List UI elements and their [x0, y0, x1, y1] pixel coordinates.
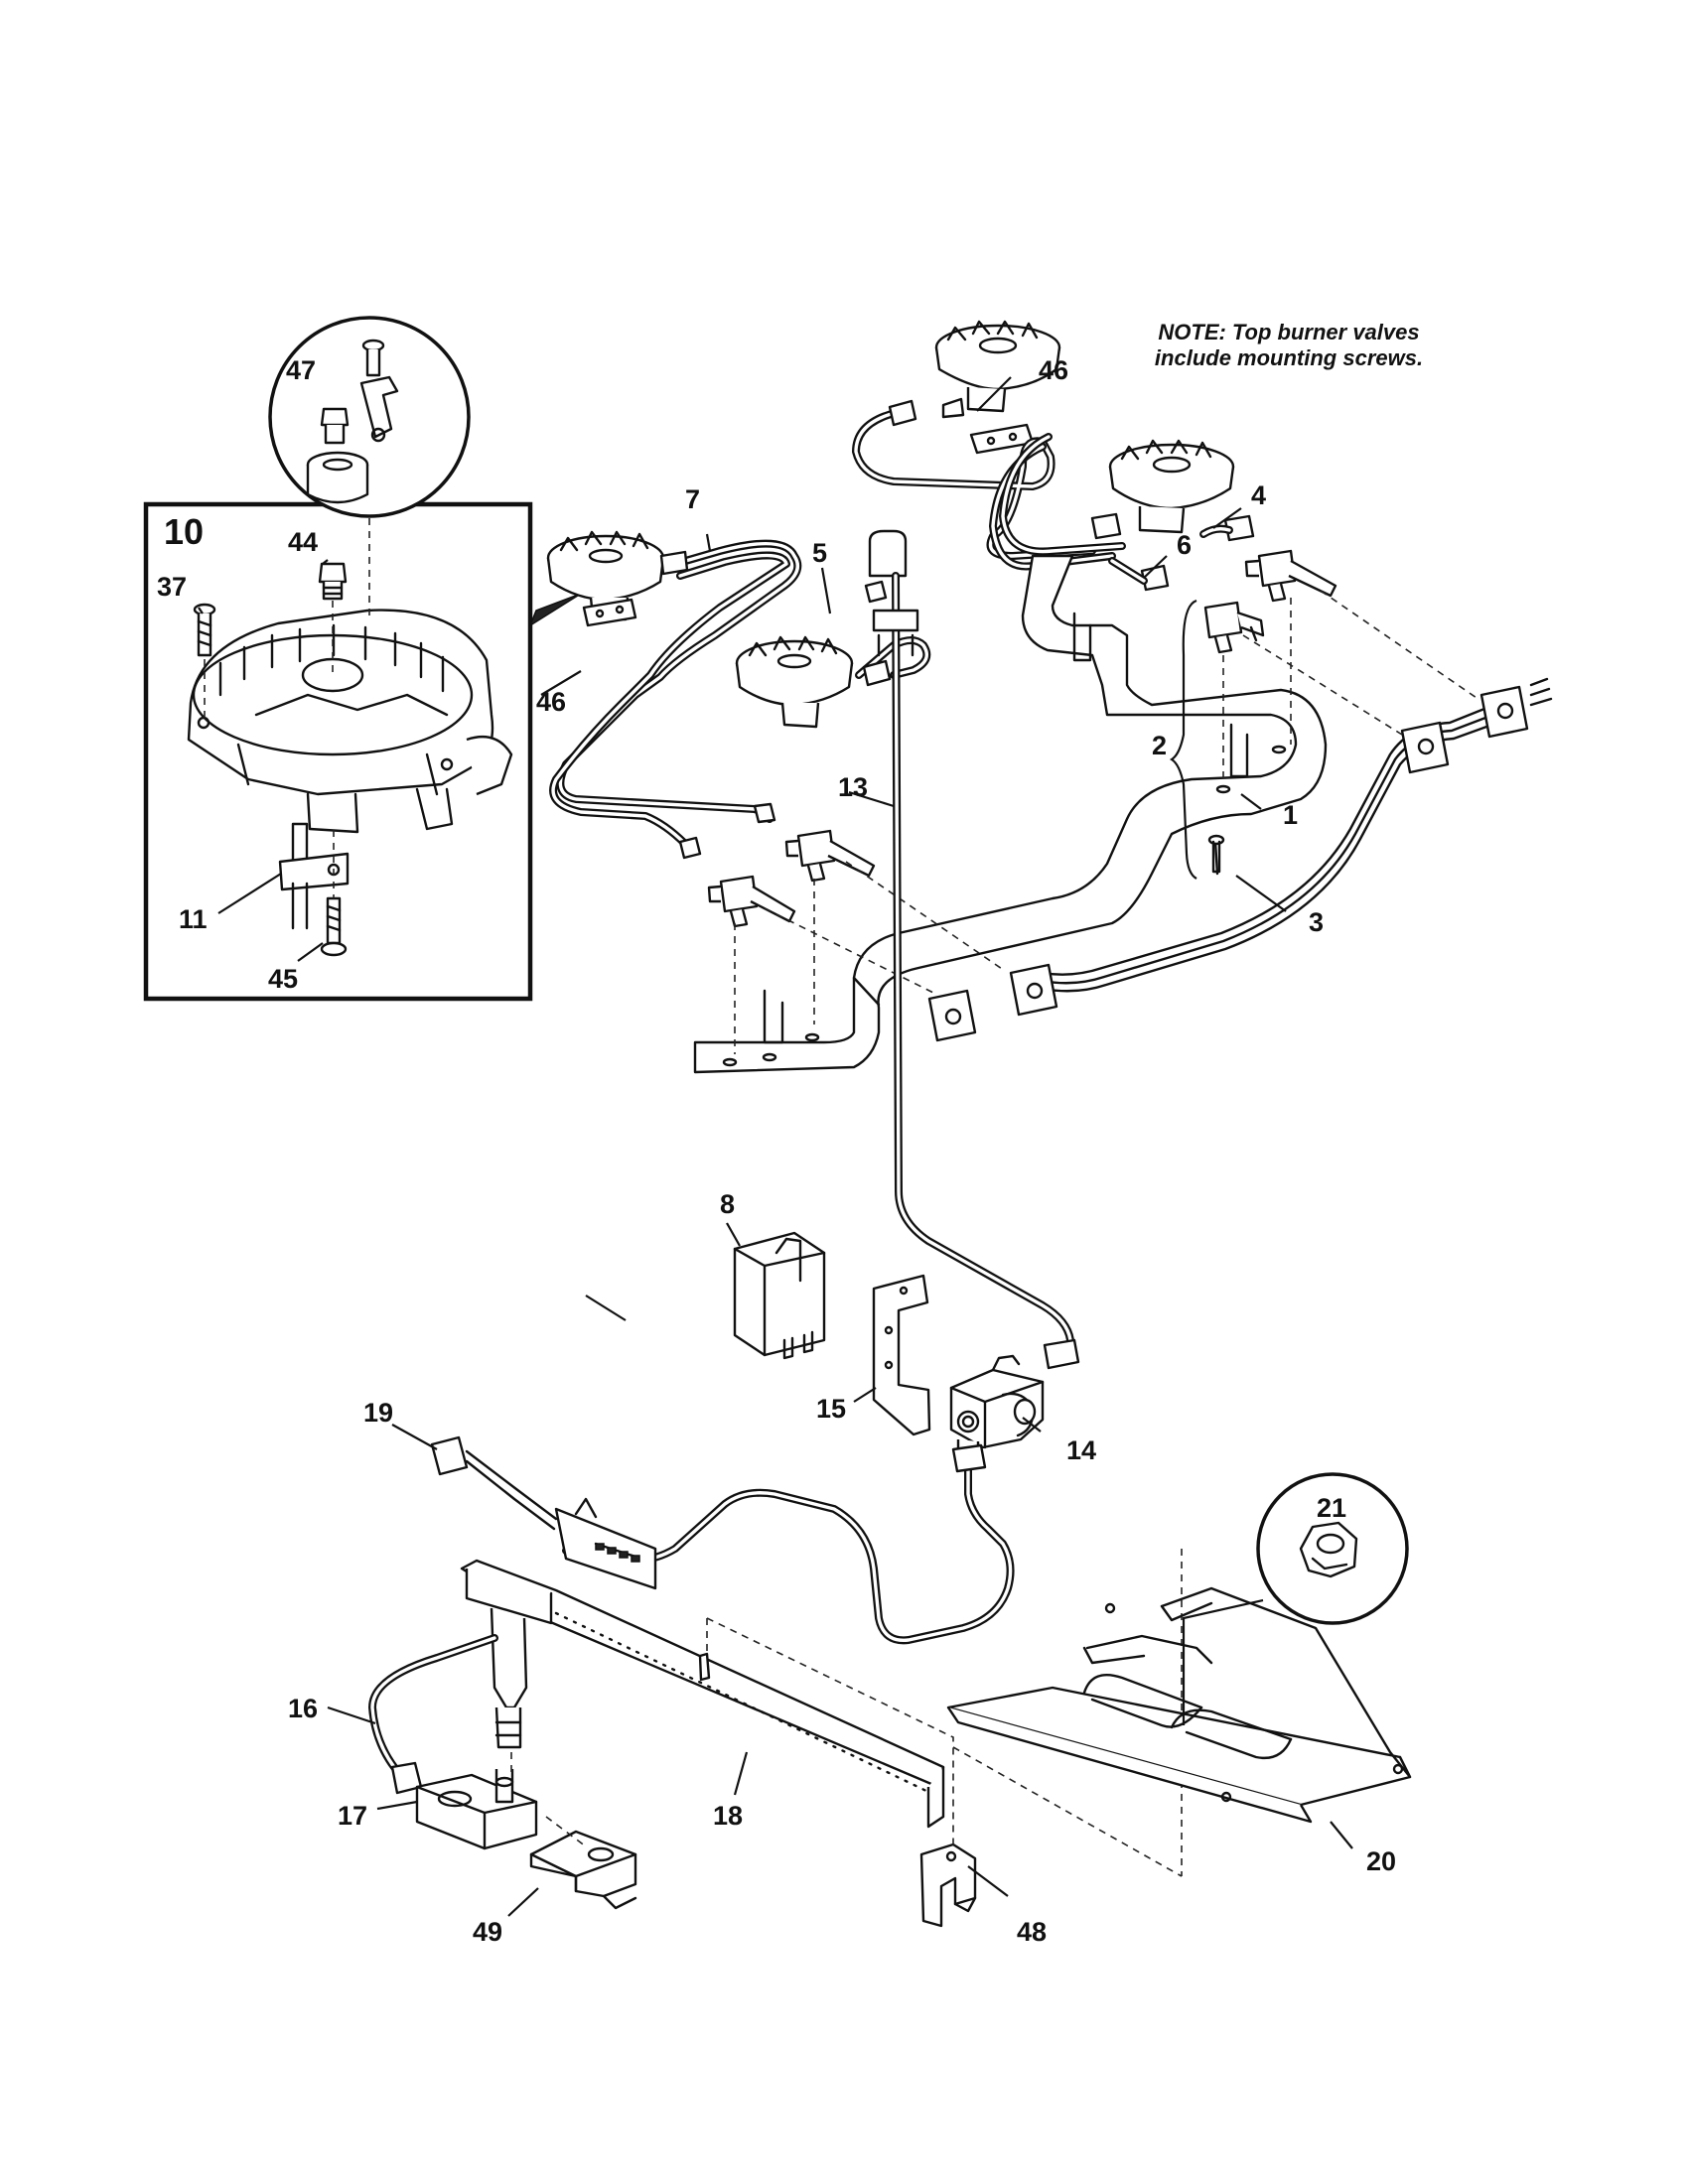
tube-bundle: [852, 408, 1126, 571]
callout-48: 48: [1017, 1917, 1047, 1947]
manifold-inlet: [868, 529, 908, 578]
tube-fittings: [659, 399, 1255, 860]
tube-5: [855, 636, 931, 679]
oven-supply-tube: [562, 1443, 1015, 1645]
screw-2: [1207, 834, 1225, 876]
leader-lines: [198, 376, 1353, 1917]
oven-burner-18: [460, 1559, 945, 1829]
burner-base-10: [187, 609, 513, 834]
callout-1: 1: [1283, 800, 1298, 830]
callout-4: 4: [1251, 480, 1266, 510]
gas-tube-13: [872, 572, 1080, 1370]
heat-baffle-20: [946, 1586, 1412, 1824]
valve-right-b: [1203, 601, 1265, 654]
tube-7: [549, 539, 802, 848]
burner-base-body: [187, 609, 494, 796]
callout-18: 18: [713, 1801, 743, 1831]
callout-47: 47: [286, 355, 316, 385]
bracket-15: [872, 1274, 931, 1436]
callout-labels: 1 2 3 4 6 5 7 8 10 11 13 14 15 16 17 18 …: [157, 355, 1396, 1947]
callout-14: 14: [1066, 1435, 1096, 1465]
detail-circle-21: [1182, 1472, 1409, 1725]
valves: [707, 549, 1337, 928]
dashed-alignment-upper: [734, 590, 1480, 1054]
valve-left-b: [707, 875, 796, 928]
burner-base-left: [546, 530, 665, 621]
callout-45: 45: [268, 964, 298, 994]
tube-16: [368, 1634, 498, 1795]
callout-5-6: 6: [1177, 530, 1192, 560]
callout-2: 2: [1152, 731, 1167, 760]
callout-16: 16: [288, 1694, 318, 1723]
manifold-bar-1: [693, 529, 1328, 1074]
callout-8: 8: [720, 1189, 735, 1219]
burner-base-top: [934, 320, 1061, 419]
screw-45: [320, 896, 348, 957]
bracket-bracket-2: [1169, 599, 1197, 880]
callout-3: 3: [1309, 907, 1324, 937]
burner-base-right: [1108, 439, 1235, 534]
pressure-regulator-14: [949, 1354, 1045, 1453]
callout-49: 49: [473, 1917, 502, 1947]
valve-left-a: [784, 829, 876, 883]
callout-20: 20: [1366, 1846, 1396, 1876]
callout-46-left: 46: [536, 687, 566, 717]
callout-44: 44: [288, 527, 318, 557]
callout-13: 13: [838, 772, 868, 802]
callout-7: 7: [685, 484, 700, 514]
callout-15: 15: [816, 1394, 846, 1424]
callout-46-top: 46: [1039, 355, 1068, 385]
safety-valve-17: [415, 1769, 538, 1850]
inset-pointer-arrow: [528, 593, 582, 627]
detail-circle-47: [268, 316, 471, 518]
bracket-46-left: [582, 598, 637, 627]
callout-11: 11: [179, 904, 208, 934]
bracket-49: [529, 1830, 637, 1910]
spark-module-8: [733, 1231, 826, 1360]
callout-37: 37: [157, 572, 187, 602]
igniter-19: [430, 1435, 657, 1590]
screw-37: [193, 603, 216, 657]
bracket-48: [919, 1843, 977, 1928]
note-line-2: include mounting screws.: [1155, 345, 1423, 370]
callout-10: 10: [164, 511, 204, 552]
burner-base-center: [735, 635, 854, 729]
dashed-alignment-lower: [510, 1549, 1183, 1877]
igniter-harness-3: [927, 677, 1553, 1042]
callout-17: 17: [338, 1801, 367, 1831]
callout-5: 5: [812, 538, 827, 568]
callout-21: 21: [1317, 1493, 1346, 1523]
callout-19: 19: [363, 1398, 393, 1428]
valve-right-a: [1244, 549, 1337, 603]
note-line-1: NOTE: Top burner valves: [1158, 320, 1419, 344]
burner-base-inset: [143, 467, 582, 1002]
orifice-44: [318, 562, 348, 601]
